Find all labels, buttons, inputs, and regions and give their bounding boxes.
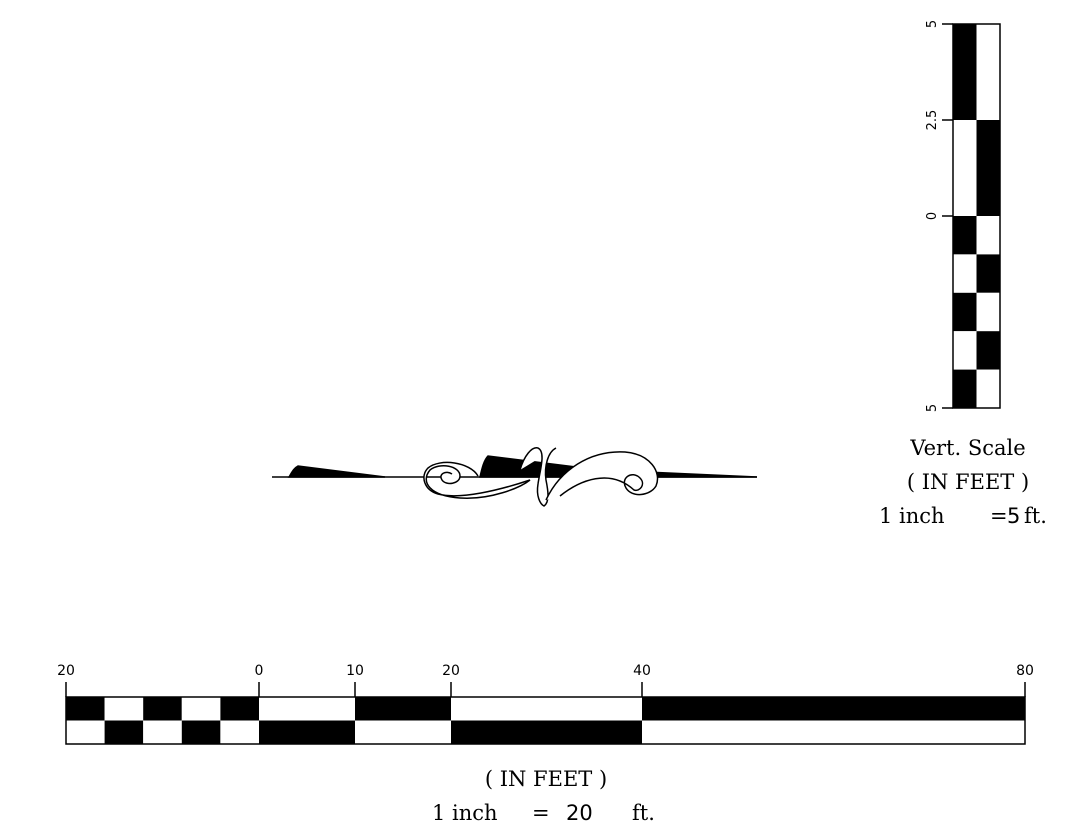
vertical-check-right-2 <box>976 292 1000 332</box>
horizontal-segment-top-3 <box>642 697 1025 721</box>
vertical-segment-right-0 <box>976 24 1000 120</box>
vertical-scale-ratio: 1 inch = 5 ft. <box>879 504 1047 528</box>
vertical-check-right-0 <box>976 216 1000 255</box>
ornament-right-scroll <box>545 451 659 501</box>
horizontal-ratio-prefix: 1 inch <box>432 801 498 825</box>
vertical-scale-bar <box>942 23 1001 409</box>
vertical-tick-label-0: 0 <box>925 212 940 220</box>
horizontal-tick-label-40: 40 <box>633 663 651 679</box>
ornament-left-scroll <box>423 461 531 499</box>
vertical-check-right-1 <box>976 254 1000 293</box>
horizontal-check-top-1 <box>104 697 144 721</box>
vertical-check-right-3 <box>976 331 1000 370</box>
horizontal-check-top-2 <box>143 697 182 721</box>
vertical-tick-label-2-5: 2.5 <box>925 110 940 131</box>
horizontal-bar-outline <box>65 696 1026 745</box>
ornament-left-wedge <box>287 465 386 478</box>
vertical-segment-left-1 <box>953 120 977 216</box>
vertical-tick-label-5-top: 5 <box>925 20 940 28</box>
horizontal-tick-label-10: 10 <box>346 663 364 679</box>
horizontal-segment-bottom-3 <box>642 720 1025 744</box>
vertical-check-left-0 <box>953 216 977 255</box>
horizontal-check-top-0 <box>66 697 105 721</box>
vertical-ratio-unit: ft. <box>1024 504 1047 528</box>
horizontal-tick-label-20-left: 20 <box>57 663 75 679</box>
horizontal-check-bottom-4 <box>220 720 259 744</box>
vertical-ratio-value: 5 <box>1007 504 1020 528</box>
horizontal-check-bottom-0 <box>66 720 105 744</box>
vertical-check-left-4 <box>953 369 977 408</box>
horizontal-check-bottom-2 <box>143 720 182 744</box>
horizontal-tick-label-20: 20 <box>442 663 460 679</box>
horizontal-scale-ratio: 1 inch = 20 ft. <box>432 801 655 825</box>
horizontal-segment-top-0 <box>259 697 355 721</box>
horizontal-scale-unit: ( IN FEET ) <box>485 767 607 791</box>
horizontal-ratio-unit: ft. <box>632 801 655 825</box>
horizontal-segment-top-1 <box>355 697 451 721</box>
vertical-check-right-4 <box>976 369 1000 408</box>
horizontal-check-top-3 <box>181 697 221 721</box>
horizontal-check-bottom-1 <box>104 720 144 744</box>
vertical-check-left-2 <box>953 292 977 332</box>
vertical-scale-unit: ( IN FEET ) <box>907 470 1029 494</box>
vertical-ratio-prefix: 1 inch <box>879 504 945 528</box>
horizontal-segment-bottom-1 <box>355 720 451 744</box>
vertical-segment-left-0 <box>953 24 977 120</box>
horizontal-scale-bar <box>65 682 1026 745</box>
vertical-ratio-equals: = <box>990 504 1008 528</box>
horizontal-ratio-equals: = <box>532 801 550 825</box>
horizontal-segment-bottom-0 <box>259 720 355 744</box>
decorative-scroll-ornament <box>272 447 758 507</box>
horizontal-tick-label-0: 0 <box>255 663 264 679</box>
horizontal-tick-label-80: 80 <box>1016 663 1034 679</box>
horizontal-segment-top-2 <box>451 697 642 721</box>
vertical-segment-right-1 <box>976 120 1000 216</box>
vertical-tick-label-5-bottom: 5 <box>925 404 940 412</box>
horizontal-segment-bottom-2 <box>451 720 642 744</box>
horizontal-check-top-4 <box>220 697 259 721</box>
ornament-center-loop <box>519 447 557 507</box>
horizontal-ratio-value: 20 <box>566 801 593 825</box>
horizontal-check-bottom-3 <box>181 720 221 744</box>
vertical-check-left-3 <box>953 331 977 370</box>
vertical-scale-title: Vert. Scale <box>909 436 1025 460</box>
vertical-check-left-1 <box>953 254 977 293</box>
